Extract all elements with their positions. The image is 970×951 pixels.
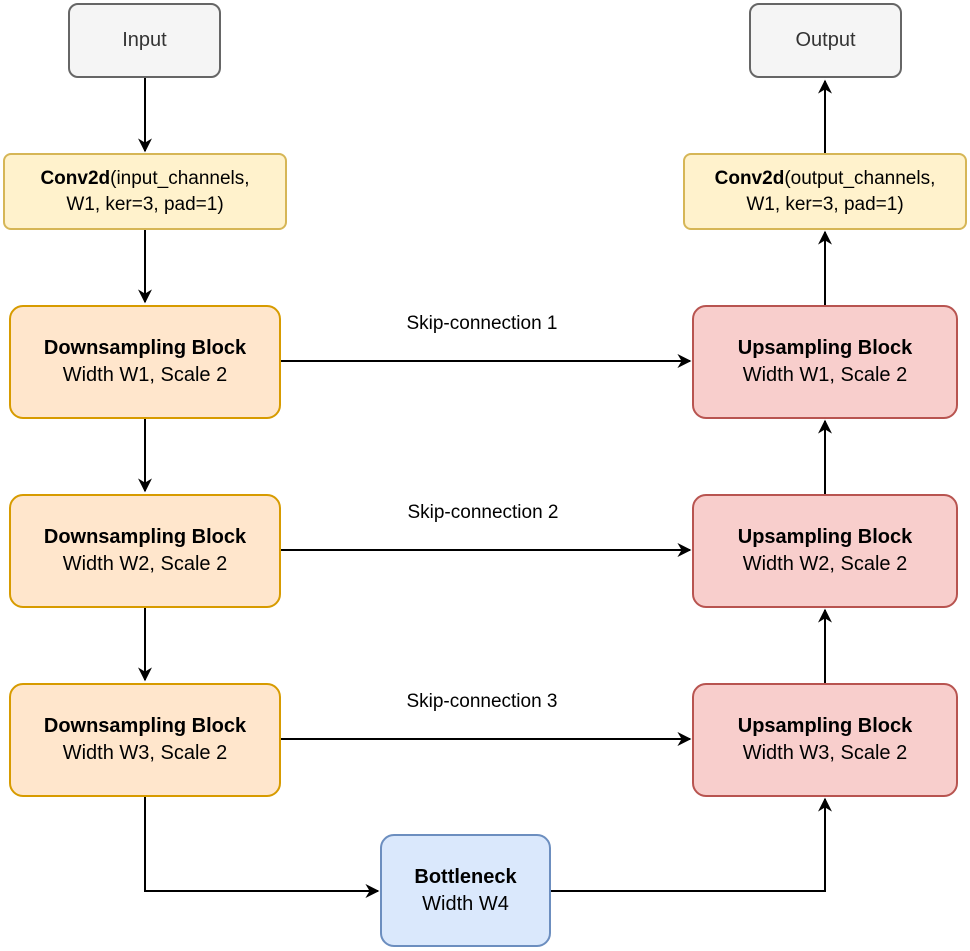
conv-input-node: Conv2d(input_channels, W1, ker=3, pad=1) (3, 153, 287, 230)
conv-input-args1: (input_channels, (110, 167, 250, 189)
bottleneck-title: Bottleneck (414, 865, 517, 888)
conv-output-line1: Conv2d(output_channels, (715, 166, 936, 192)
upsampling-block-1: Upsampling Block Width W1, Scale 2 (692, 305, 958, 419)
input-node: Input (68, 3, 221, 78)
downsampling-block-3: Downsampling Block Width W3, Scale 2 (9, 683, 281, 797)
conv-output-args2: W1, ker=3, pad=1) (746, 193, 904, 215)
down3-detail: Width W3, Scale 2 (62, 742, 228, 764)
upsampling-block-2: Upsampling Block Width W2, Scale 2 (692, 494, 958, 608)
edge-bottleneck-to-up3 (551, 797, 832, 892)
skip-connection-1-label: Skip-connection 1 (406, 313, 558, 334)
up3-title: Upsampling Block (737, 715, 913, 737)
conv-output-name: Conv2d (714, 167, 785, 189)
skip-connection-3-label: Skip-connection 3 (406, 691, 558, 712)
downsampling-block-1: Downsampling Block Width W1, Scale 2 (9, 305, 281, 419)
conv-input-line1: Conv2d(input_channels, (40, 166, 249, 192)
up2-detail: Width W2, Scale 2 (742, 553, 908, 575)
skip-connection-2-label: Skip-connection 2 (407, 502, 559, 523)
down2-title: Downsampling Block (43, 526, 247, 548)
down1-detail: Width W1, Scale 2 (62, 364, 228, 386)
up1-detail: Width W1, Scale 2 (742, 364, 908, 386)
edge-down3-to-bottleneck (144, 796, 380, 898)
upsampling-block-3: Upsampling Block Width W3, Scale 2 (692, 683, 958, 797)
downsampling-block-2: Downsampling Block Width W2, Scale 2 (9, 494, 281, 608)
up2-title: Upsampling Block (737, 526, 913, 548)
up1-title: Upsampling Block (737, 337, 913, 359)
conv-output-args1: (output_channels, (784, 167, 936, 189)
down3-title: Downsampling Block (43, 715, 247, 737)
conv-output-node: Conv2d(output_channels, W1, ker=3, pad=1… (683, 153, 967, 230)
up3-detail: Width W3, Scale 2 (742, 742, 908, 764)
bottleneck-node: Bottleneck Width W4 (380, 834, 551, 947)
output-label: Output (795, 29, 856, 51)
output-node: Output (749, 3, 902, 78)
input-label: Input (122, 29, 167, 51)
conv-input-name: Conv2d (40, 167, 111, 189)
down1-title: Downsampling Block (43, 337, 247, 359)
down2-detail: Width W2, Scale 2 (62, 553, 228, 575)
conv-input-args2: W1, ker=3, pad=1) (66, 193, 224, 215)
bottleneck-detail: Width W4 (422, 892, 509, 915)
